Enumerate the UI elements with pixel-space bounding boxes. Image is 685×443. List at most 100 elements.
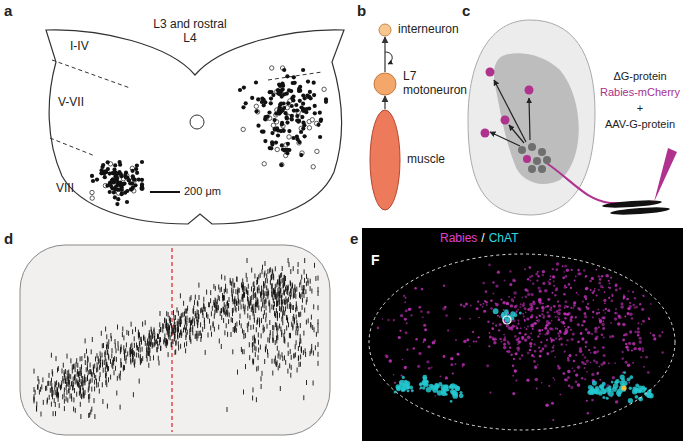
rabies-signal xyxy=(579,273,582,276)
rabies-signal xyxy=(577,323,580,326)
rabies-signal xyxy=(596,294,598,296)
rabies-signal xyxy=(588,349,590,351)
rabies-signal xyxy=(427,345,430,348)
rabies-signal xyxy=(658,334,661,337)
filled-dot xyxy=(255,109,259,113)
rabies-signal xyxy=(546,352,549,355)
filled-dot xyxy=(277,91,281,95)
rabies-signal xyxy=(488,264,491,267)
rabies-signal xyxy=(642,350,644,352)
rabies-signal xyxy=(477,336,479,338)
rabies-signal xyxy=(547,298,550,301)
rabies-signal xyxy=(513,358,515,360)
rabies-signal xyxy=(546,339,548,341)
rabies-signal xyxy=(524,338,528,342)
rabies-signal xyxy=(593,346,596,349)
rabies-signal xyxy=(585,298,587,300)
chat-signal xyxy=(455,386,460,391)
rabies-signal xyxy=(574,370,576,372)
rabies-signal xyxy=(564,265,567,268)
rabies-signal xyxy=(499,316,501,318)
rabies-signal xyxy=(522,313,524,315)
filled-dot xyxy=(287,88,291,92)
open-dot xyxy=(310,118,314,122)
chat-signal xyxy=(510,311,515,316)
filled-dot xyxy=(291,94,295,98)
rabies-signal xyxy=(571,269,573,271)
rabies-signal xyxy=(531,339,533,341)
rabies-signal xyxy=(510,327,513,330)
filled-dot xyxy=(276,128,280,132)
rabies-signal xyxy=(493,341,496,344)
rabies-signal xyxy=(629,305,632,308)
rabies-signal xyxy=(420,310,423,313)
rabies-signal xyxy=(470,304,472,306)
rabies-signal xyxy=(393,319,395,321)
rabies-signal xyxy=(485,290,488,293)
rabies-signal xyxy=(511,298,514,301)
filled-dot xyxy=(290,104,294,108)
rabies-signal xyxy=(500,298,502,300)
rabies-signal xyxy=(585,363,587,365)
filled-dot xyxy=(120,192,124,196)
rabies-signal xyxy=(548,385,550,387)
rabies-signal xyxy=(632,304,635,307)
rabies-signal xyxy=(558,318,561,321)
filled-dot xyxy=(124,171,128,175)
rabies-signal xyxy=(506,303,508,305)
rabies-signal xyxy=(572,332,575,335)
rabies-signal xyxy=(546,311,549,314)
rabies-signal xyxy=(399,330,401,332)
rabies-signal xyxy=(635,305,638,308)
rabies-signal xyxy=(506,302,509,305)
rabies-signal xyxy=(553,305,556,308)
rabies-signal xyxy=(455,339,457,341)
rabies-signal xyxy=(611,299,614,302)
rabies-signal xyxy=(608,297,610,299)
rabies-signal xyxy=(611,295,613,297)
rabies-signal xyxy=(605,308,607,310)
rabies-signal xyxy=(600,285,603,288)
chat-signal xyxy=(396,386,400,390)
rabies-signal xyxy=(493,337,497,341)
filled-dot xyxy=(303,134,307,138)
rabies-signal xyxy=(627,349,630,352)
rabies-signal xyxy=(506,324,509,327)
rabies-signal xyxy=(602,320,604,322)
rabies-signal xyxy=(591,399,594,402)
filled-dot xyxy=(254,80,258,84)
rabies-signal xyxy=(560,394,562,396)
chat-signal xyxy=(628,398,633,403)
rabies-signal xyxy=(501,341,503,343)
filled-dot xyxy=(292,109,296,113)
rabies-signal xyxy=(661,351,663,353)
filled-dot xyxy=(131,169,135,173)
rabies-signal xyxy=(557,365,560,368)
rabies-signal xyxy=(634,331,637,334)
rabies-signal xyxy=(492,338,494,340)
rabies-signal xyxy=(510,353,512,355)
rabies-signal xyxy=(576,292,578,294)
rabies-signal xyxy=(584,378,586,380)
rabies-signal xyxy=(604,291,606,293)
rabies-signal xyxy=(551,341,553,343)
rabies-signal xyxy=(615,289,618,292)
rabies-signal xyxy=(564,300,567,303)
rabies-signal xyxy=(547,315,550,318)
rabies-signal xyxy=(457,353,460,356)
rabies-signal xyxy=(556,262,560,266)
filled-dot xyxy=(296,120,300,124)
rabies-signal xyxy=(598,312,600,314)
muscle-shape-outline xyxy=(369,109,401,211)
rabies-signal xyxy=(529,266,531,268)
chat-signal xyxy=(635,395,639,399)
rabies-signal xyxy=(612,376,615,379)
rabies-signal xyxy=(539,290,542,293)
rabies-signal xyxy=(526,317,529,320)
rabies-signal xyxy=(512,365,514,367)
rabies-signal xyxy=(517,343,519,345)
rabies-signal xyxy=(482,303,484,305)
rabies-signal xyxy=(535,322,537,324)
rabies-signal xyxy=(562,265,564,267)
